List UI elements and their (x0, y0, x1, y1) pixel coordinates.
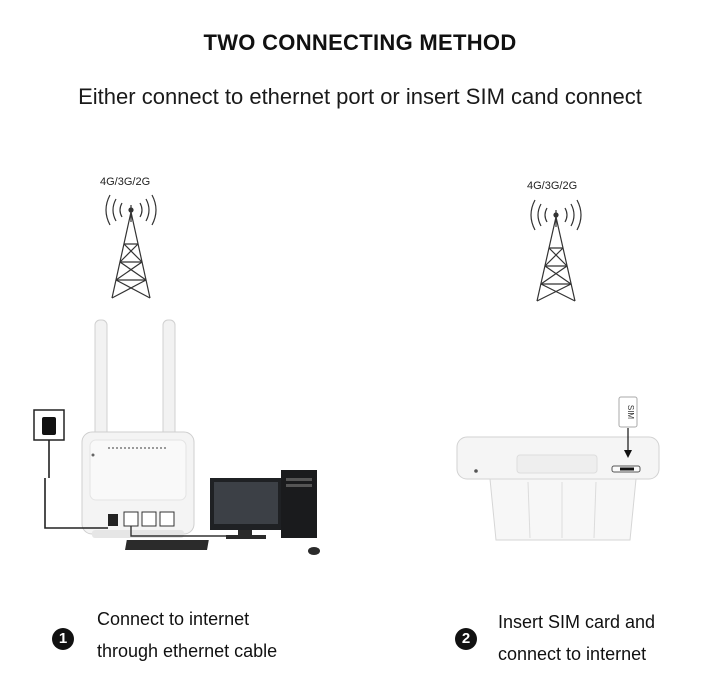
step-1-text: Connect to internet through ethernet cab… (97, 603, 277, 667)
step-2-number: 2 (455, 628, 477, 650)
step-2-line2: connect to internet (498, 644, 647, 664)
arrow-down-icon (624, 428, 632, 458)
step-1-number: 1 (52, 628, 74, 650)
sim-card-icon: SIM (618, 396, 638, 428)
step-1-line1: Connect to internet (97, 609, 250, 629)
power-socket-icon (33, 409, 108, 529)
tower-2-label: 4G/3G/2G (527, 180, 578, 192)
sim-card-label: SIM (626, 405, 635, 420)
cell-tower-2-icon (530, 199, 582, 302)
step-2-text: Insert SIM card and connect to internet (498, 606, 655, 670)
step-2-line1: Insert SIM card and (498, 612, 656, 632)
desktop-computer-icon (125, 470, 320, 555)
page-title: TWO CONNECTING METHOD (203, 30, 517, 55)
ethernet-cable (130, 526, 230, 537)
page-subtitle: Either connect to ethernet port or inser… (78, 84, 642, 109)
router-front-view (81, 319, 195, 538)
tower-1-label: 4G/3G/2G (100, 176, 151, 188)
step-1-line2: through ethernet cable (97, 641, 278, 661)
cell-tower-1-icon (105, 194, 157, 299)
router-side-view (456, 436, 660, 541)
